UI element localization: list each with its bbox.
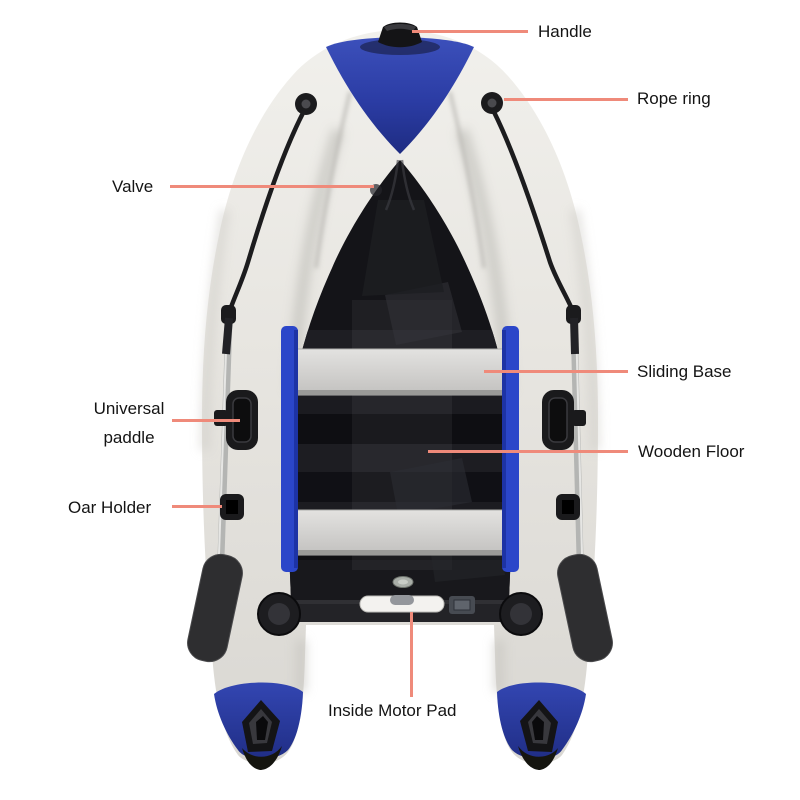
transom-bracket	[449, 596, 475, 614]
oar-holder-right	[556, 494, 580, 520]
cone-fitting-left	[242, 700, 280, 752]
slide-rail-left	[281, 326, 298, 572]
leader-sliding-base	[484, 370, 628, 373]
label-inside-motor-pad: Inside Motor Pad	[328, 701, 457, 720]
label-oar-holder: Oar Holder	[68, 498, 152, 517]
label-handle: Handle	[538, 22, 592, 41]
drain-plug	[392, 576, 414, 588]
leader-handle	[412, 30, 528, 33]
rope-ring-right	[481, 92, 503, 114]
sliding-base-seats	[292, 348, 509, 556]
label-valve: Valve	[112, 177, 154, 196]
label-universal-paddle-line1: Universal	[93, 399, 165, 418]
bow-handle	[378, 22, 422, 48]
oar-holder-left	[220, 494, 244, 520]
label-sliding-base: Sliding Base	[637, 362, 732, 381]
leader-wooden-floor	[428, 450, 628, 453]
label-wooden-floor: Wooden Floor	[638, 442, 745, 461]
universal-paddle-mount-left	[214, 390, 258, 450]
leader-valve	[170, 185, 374, 188]
rope-ring-left	[295, 93, 317, 115]
oar-blade-right	[557, 553, 613, 663]
cone-fitting-right	[520, 700, 558, 752]
label-universal-paddle: Universal paddle	[87, 394, 171, 452]
universal-paddle-mount-right	[542, 390, 586, 450]
leader-universal-paddle	[172, 419, 240, 422]
slide-rail-right	[502, 326, 519, 572]
bow-rope-left	[226, 110, 306, 316]
oar-right	[570, 317, 584, 558]
label-universal-paddle-line2: paddle	[103, 428, 155, 447]
oar-blade-left	[187, 553, 243, 663]
leader-oar-holder	[172, 505, 222, 508]
leader-rope-ring	[504, 98, 628, 101]
label-rope-ring: Rope ring	[637, 89, 711, 108]
inside-motor-pad	[359, 595, 445, 613]
transom-assembly	[257, 592, 543, 636]
leader-inside-motor-pad	[410, 612, 413, 697]
bow-rope-right	[491, 109, 577, 317]
